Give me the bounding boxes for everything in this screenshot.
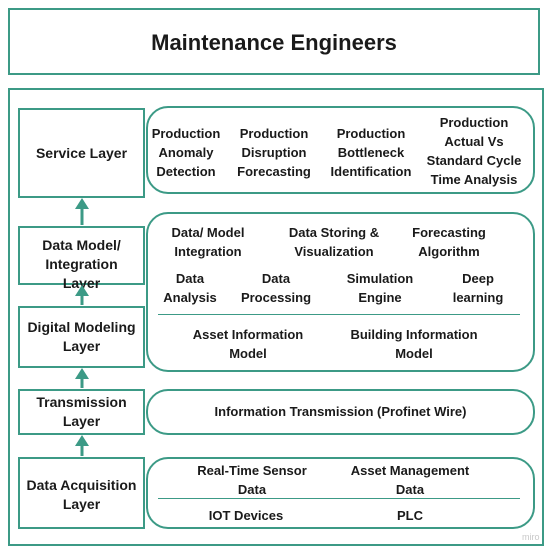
service-item: Production Anomaly Detection bbox=[151, 126, 221, 179]
modeling-item: Building Information Model bbox=[350, 327, 478, 361]
service-item: Production Disruption Forecasting bbox=[237, 126, 311, 179]
data-acquisition-layer-label: Data Acquisition Layer bbox=[26, 477, 137, 512]
service-items-box bbox=[146, 106, 535, 194]
data-model-layer-box: Data Model/ Integration Layer bbox=[18, 226, 145, 291]
arrow-up-icon bbox=[75, 285, 89, 305]
transmission-layer-box: Transmission Layer bbox=[18, 389, 145, 435]
arrow-up-icon bbox=[75, 368, 89, 388]
modeling-item: Forecasting Algorithm bbox=[412, 225, 486, 259]
acquisition-item: Asset Management Data bbox=[350, 463, 470, 497]
digital-modeling-layer-box: Digital Modeling Layer bbox=[18, 306, 145, 368]
acquisition-item: PLC bbox=[397, 508, 423, 523]
arrow-up-icon bbox=[75, 435, 89, 456]
service-item: Production Actual Vs Standard Cycle Time… bbox=[426, 115, 522, 187]
transmission-item-box bbox=[146, 389, 535, 435]
page-title: Maintenance Engineers bbox=[151, 30, 397, 55]
service-layer-label: Service Layer bbox=[35, 145, 128, 161]
modeling-item: Data Analysis bbox=[163, 271, 217, 305]
modeling-item: Data/ Model Integration bbox=[171, 225, 245, 259]
modeling-item: Data Storing & Visualization bbox=[288, 225, 380, 259]
modeling-item: Deep learning bbox=[452, 271, 504, 305]
digital-modeling-layer-label: Digital Modeling Layer bbox=[27, 319, 136, 354]
service-layer-box: Service Layer bbox=[18, 108, 145, 198]
acquisition-item: IOT Devices bbox=[208, 508, 284, 523]
title-box: Maintenance Engineers bbox=[8, 8, 540, 75]
data-acquisition-layer-box: Data Acquisition Layer bbox=[18, 457, 145, 529]
modeling-item: Data Processing bbox=[240, 271, 312, 305]
modeling-divider bbox=[158, 314, 520, 315]
service-item: Production Bottleneck Identification bbox=[330, 126, 412, 179]
modeling-items-box bbox=[146, 212, 535, 372]
modeling-item: Simulation Engine bbox=[346, 271, 414, 305]
modeling-item: Asset Information Model bbox=[192, 327, 304, 361]
acquisition-divider bbox=[158, 498, 520, 499]
data-model-layer-label: Data Model/ Integration Layer bbox=[42, 237, 121, 291]
arrow-up-icon bbox=[75, 198, 89, 225]
transmission-item: Information Transmission (Profinet Wire) bbox=[214, 404, 467, 419]
transmission-layer-label: Transmission Layer bbox=[36, 394, 127, 429]
acquisition-item: Real-Time Sensor Data bbox=[197, 463, 307, 497]
acquisition-items-box bbox=[146, 457, 535, 529]
watermark: miro bbox=[522, 532, 540, 542]
